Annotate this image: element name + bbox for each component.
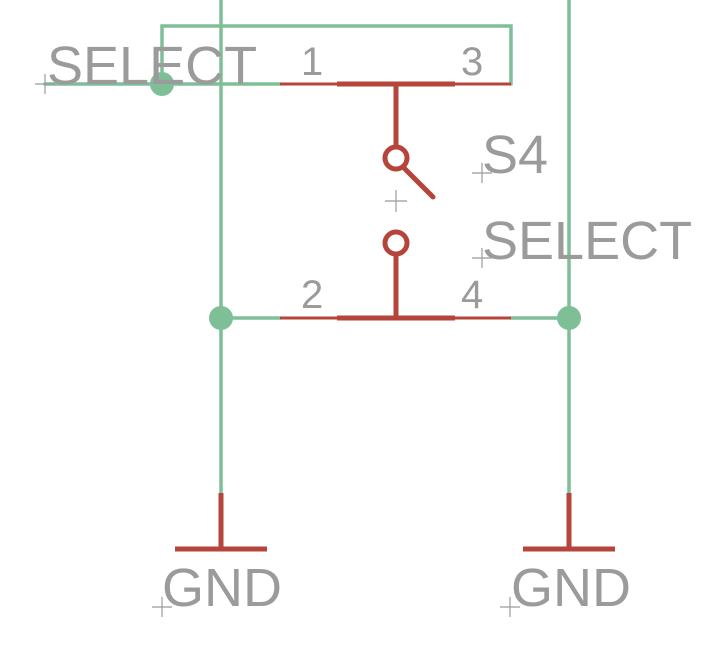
- pin-number-3: 3: [461, 40, 483, 84]
- gnd-symbol-right[interactable]: [523, 493, 615, 552]
- pin-number-1: 1: [301, 40, 323, 84]
- gnd-symbol-left[interactable]: [175, 493, 267, 552]
- pin-number-2: 2: [301, 273, 323, 317]
- origin-cross-gnd-left: [152, 597, 172, 617]
- origin-cross-s4-value: [472, 248, 492, 268]
- junction-right[interactable]: [557, 306, 581, 330]
- origin-cross-s4-name: [472, 163, 492, 183]
- wire-select-loop[interactable]: [160, 24, 513, 86]
- junctions: [150, 72, 581, 330]
- switch-contact-bottom: [382, 229, 410, 257]
- part-value-label: SELECT: [482, 211, 692, 271]
- origin-cross-gnd-right: [500, 597, 520, 617]
- origin-cross-select: [35, 74, 55, 94]
- gnd-label-left: GND: [162, 558, 282, 618]
- pin-number-4: 4: [461, 273, 483, 317]
- switch-lever: [401, 165, 436, 200]
- origin-cross-s4-center: [385, 190, 407, 212]
- switch-contact-top: [382, 144, 410, 172]
- gnd-label-right: GND: [511, 558, 631, 618]
- net-label-select: SELECT: [47, 36, 257, 96]
- junction-left[interactable]: [209, 306, 233, 330]
- switch-s4[interactable]: [280, 81, 511, 321]
- origin-markers: [35, 74, 520, 617]
- junction-select[interactable]: [150, 72, 174, 96]
- part-name-label: S4: [482, 125, 548, 185]
